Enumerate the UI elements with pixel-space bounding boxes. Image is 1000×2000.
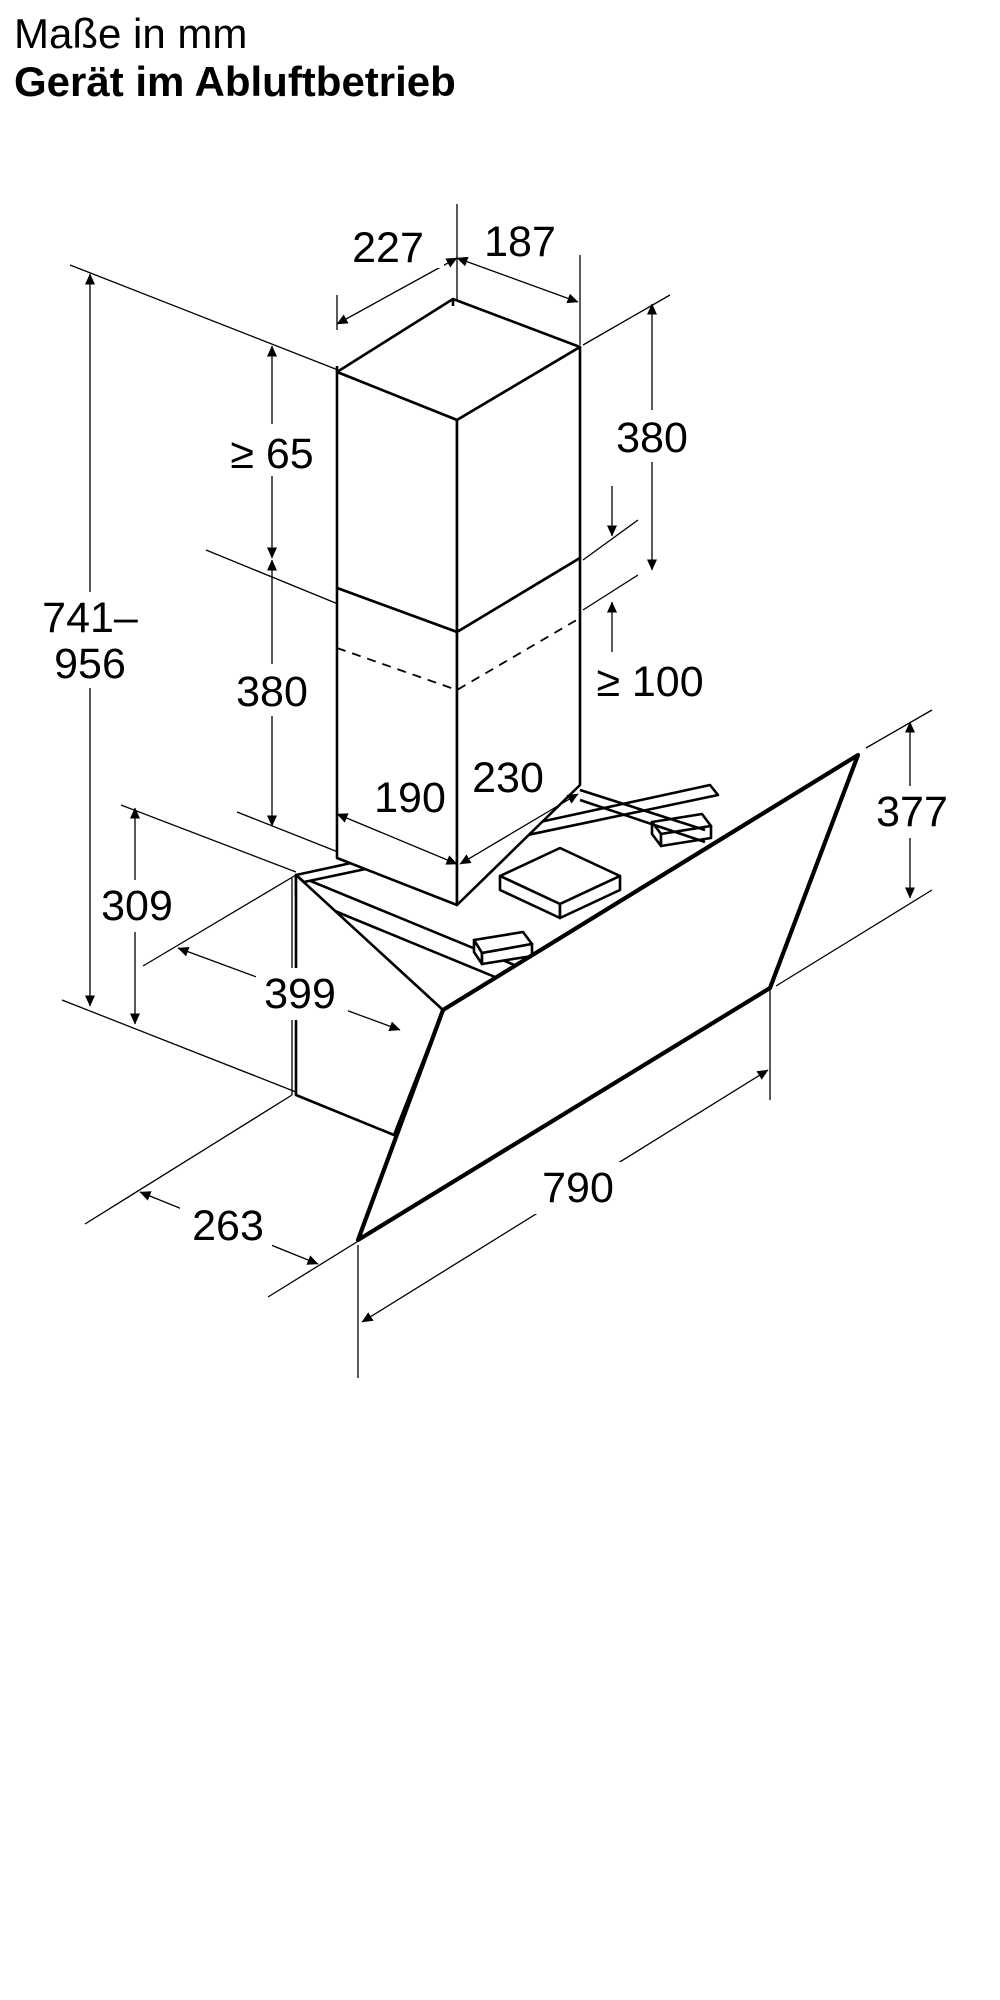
title-block: Maße in mm Gerät im Abluftbetrieb	[14, 10, 456, 106]
dim-chimney-depth-label: 187	[484, 218, 556, 266]
units-label: Maße in mm	[14, 10, 248, 57]
dim-lower-depth-label: 230	[472, 754, 544, 802]
mode-title: Gerät im Abluftbetrieb	[14, 58, 456, 105]
dim-total-height-from-label: 741–	[42, 594, 138, 642]
dim-upper-min-gap-label: ≥ 65	[230, 430, 313, 478]
dim-overall-width-label: 790	[542, 1164, 614, 1212]
extension-lines	[61, 204, 933, 1378]
dim-body-depth-label: 399	[264, 970, 336, 1018]
dim-glass-height-label: 377	[876, 788, 948, 836]
dim-overlap-min-label: ≥ 100	[596, 658, 703, 706]
dim-upper-section-left-label: 380	[236, 668, 308, 716]
dimension-labels: 227 187 ≥ 65 380 ≥ 100 741– 956 380 377 …	[30, 212, 958, 1252]
dim-body-height-label: 309	[101, 882, 173, 930]
chimney-upper	[335, 297, 582, 634]
dim-upper-section-right-label: 380	[616, 414, 688, 462]
dim-lower-width-label: 190	[374, 774, 446, 822]
dim-chimney-width-label: 227	[352, 224, 424, 272]
dim-base-depth-label: 263	[192, 1202, 264, 1250]
dim-total-height-to-label: 956	[54, 640, 126, 688]
